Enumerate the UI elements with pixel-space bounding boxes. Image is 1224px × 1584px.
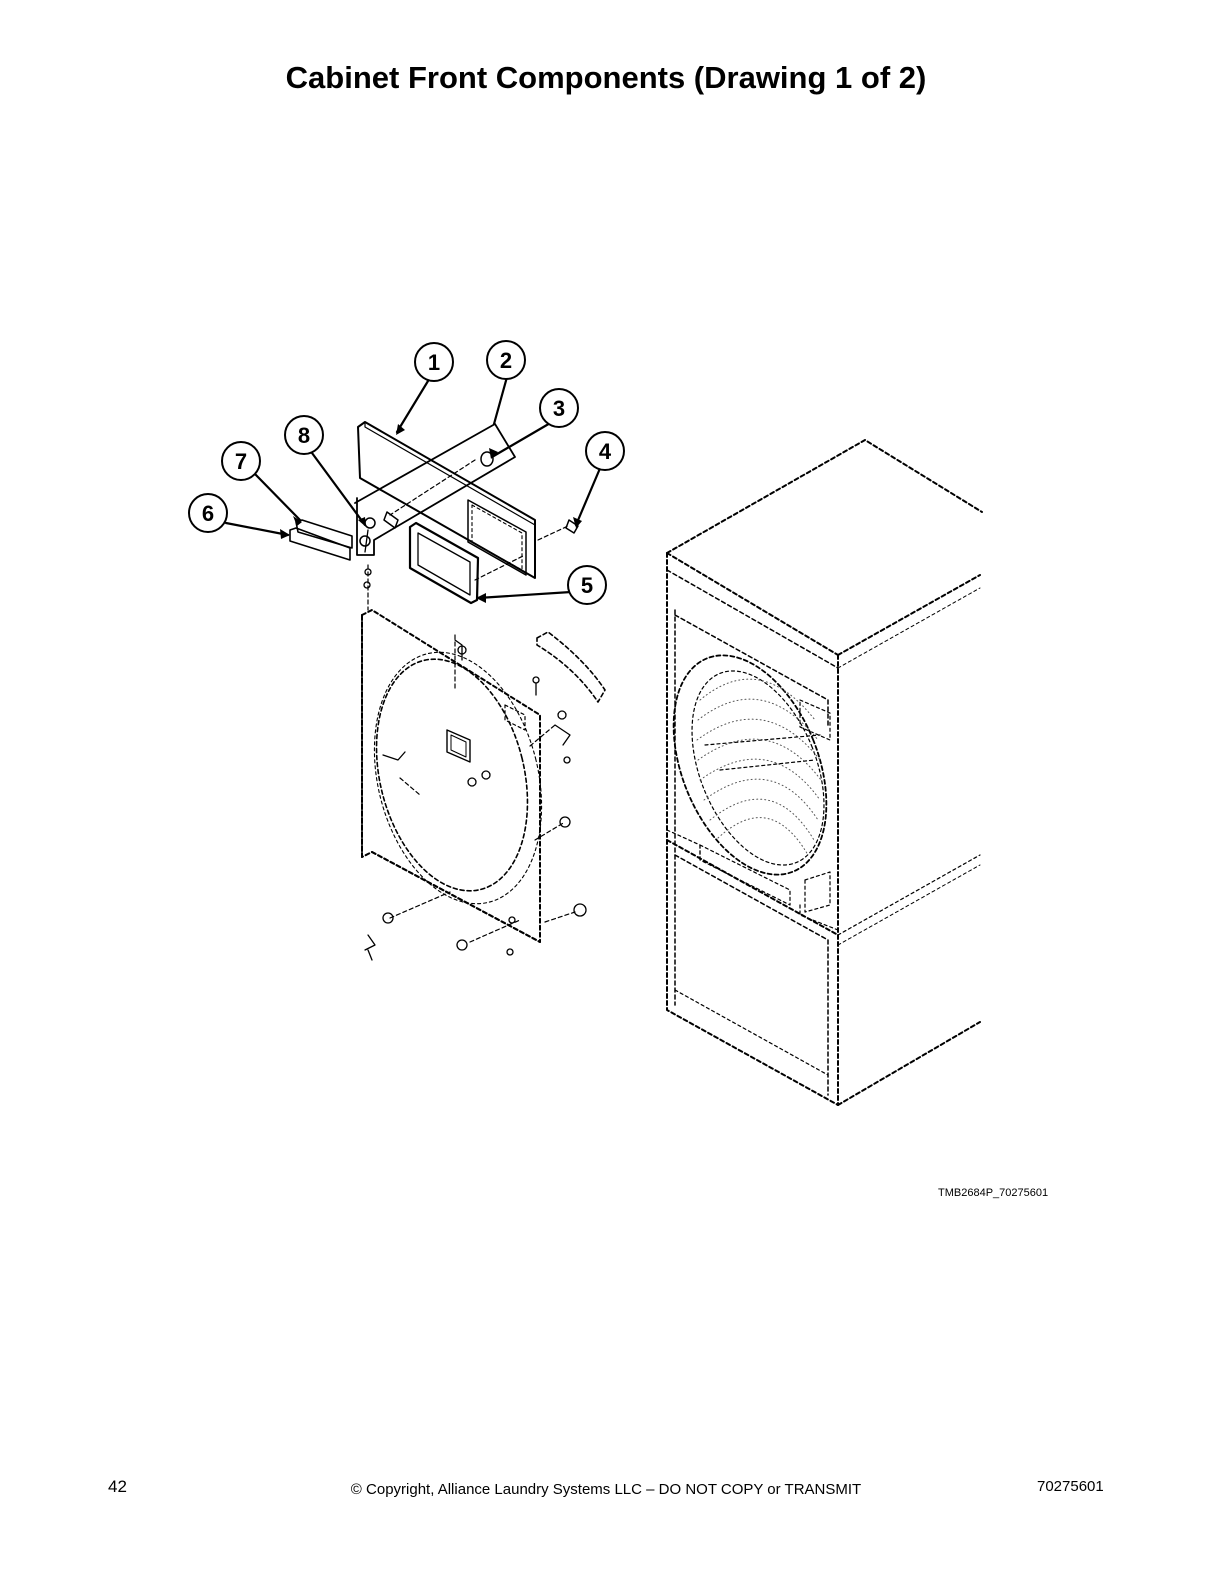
callout-leaders [224,375,603,600]
callout-6-bubble [188,493,228,533]
callout-5-bubble [567,565,607,605]
document-number: 70275601 [1037,1478,1104,1495]
control-panel-parts [289,421,579,605]
callout-1-bubble [414,342,454,382]
drawing-code: TMB2684P_70275601 [938,1187,1049,1199]
callout-8: 8 [298,423,310,448]
callout-3-bubble [539,388,579,428]
callout-arrowheads [280,424,582,603]
dryer-cabinet [666,439,983,1106]
callout-8-bubble [284,415,324,455]
callout-3: 3 [553,396,565,421]
copyright-notice: © Copyright, Alliance Laundry Systems LL… [350,1481,862,1498]
callout-4: 4 [599,439,612,464]
page-number: 42 [108,1477,127,1496]
callout-1: 1 [428,350,440,375]
callout-2: 2 [500,348,512,373]
front-panel [361,564,606,961]
callout-4-bubble [585,431,625,471]
callout-7: 7 [235,449,247,474]
page-title: Cabinet Front Components (Drawing 1 of 2… [285,60,927,95]
callout-7-bubble [221,441,261,481]
callout-6: 6 [202,501,214,526]
callout-5: 5 [581,573,593,598]
callout-2-bubble [486,340,526,380]
